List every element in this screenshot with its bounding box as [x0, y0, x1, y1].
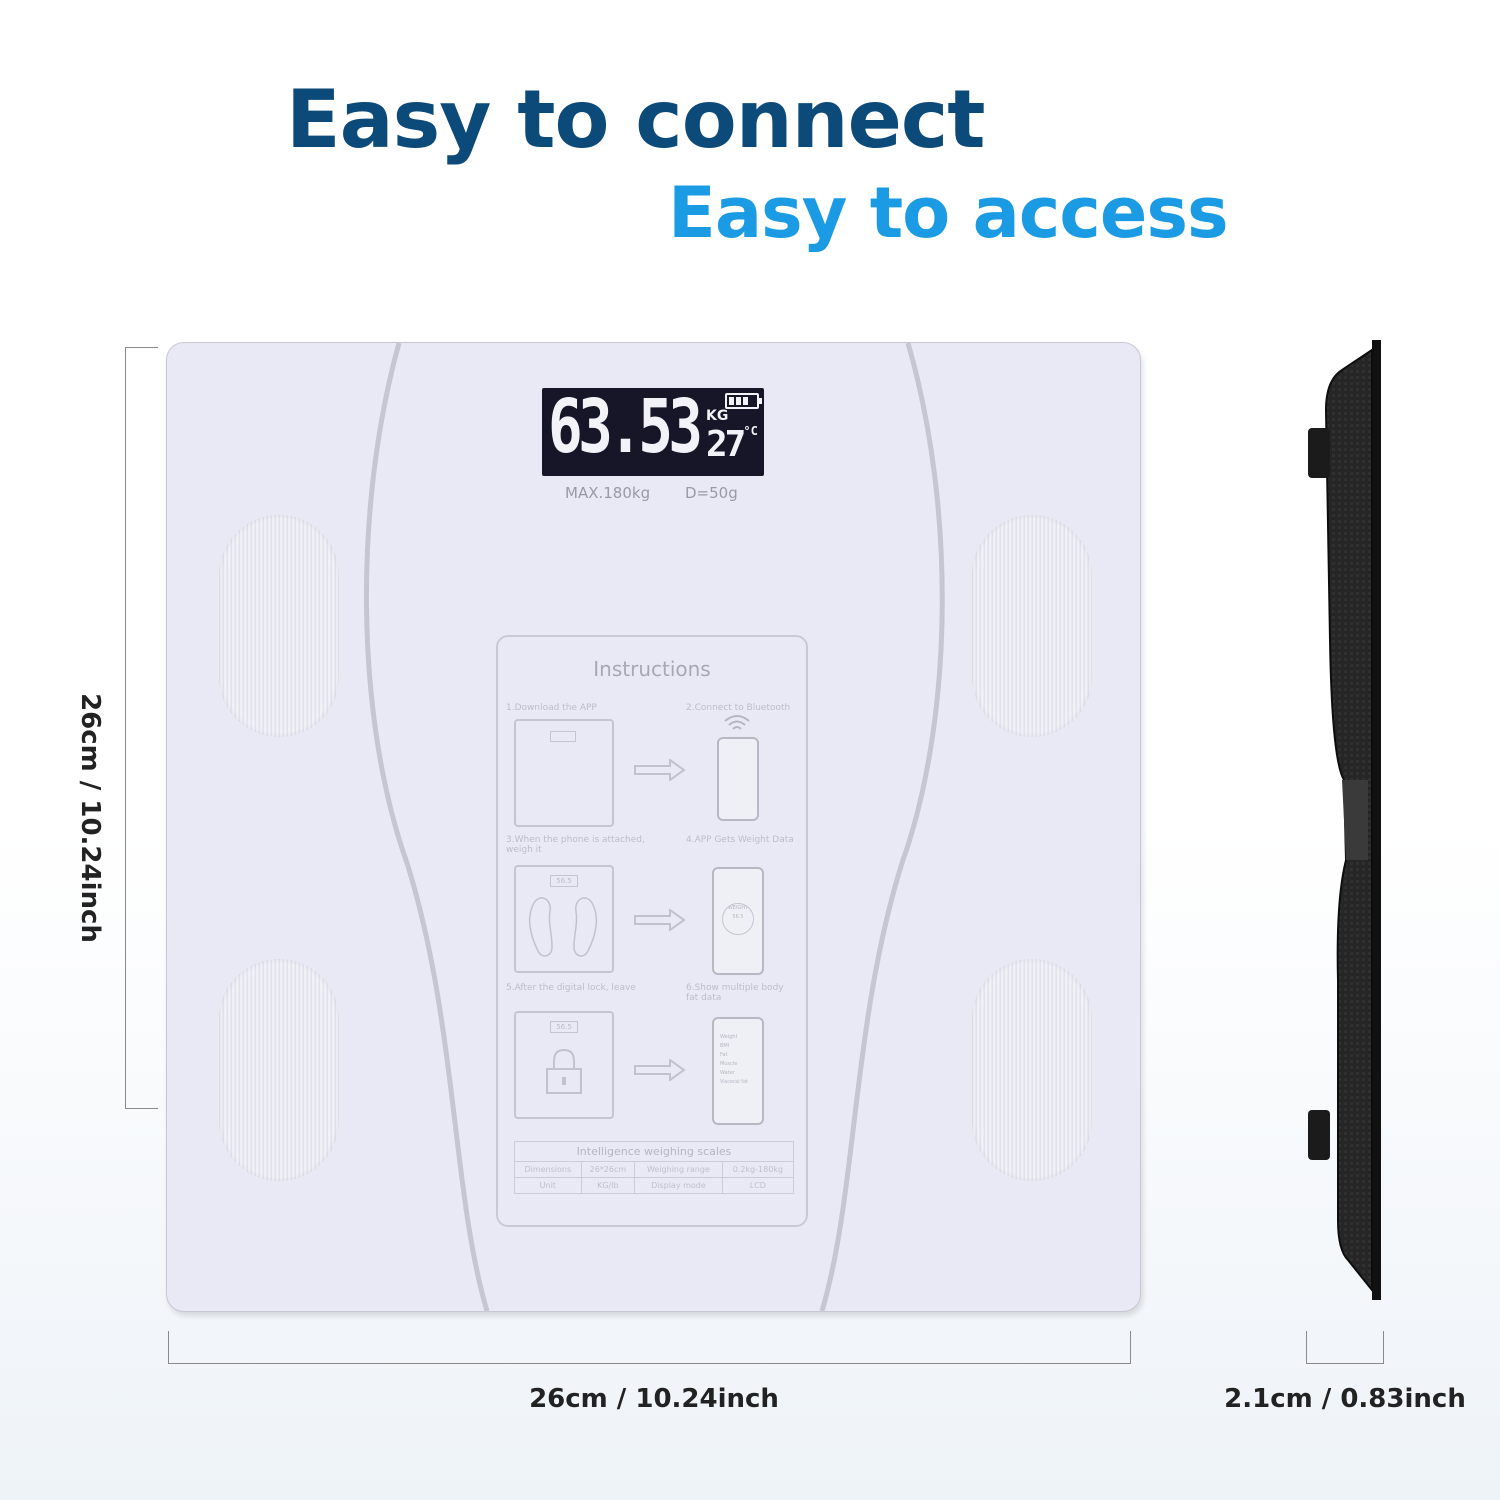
step-2-label: 2.Connect to Bluetooth: [686, 703, 791, 713]
thickness-dimension-line: [1306, 1363, 1384, 1364]
table-cell: 26*26cm: [580, 1161, 636, 1178]
lock-icon: [546, 1048, 582, 1094]
table-cell: Dimensions: [514, 1161, 582, 1178]
weight-unit: KG: [706, 408, 729, 424]
spec-table-title: Intelligence weighing scales: [514, 1141, 794, 1162]
division-label: D=50g: [685, 484, 738, 502]
table-cell: 0.2kg-180kg: [721, 1161, 795, 1178]
arrow-right-icon: [634, 1059, 686, 1081]
phone-weight-icon: WEIGHT 56.5: [712, 867, 764, 975]
height-dimension-cap-top: [125, 347, 158, 348]
battery-icon: [725, 393, 762, 409]
width-dimension-label: 26cm / 10.24inch: [529, 1384, 779, 1414]
height-dimension-label: 26cm / 10.24inch: [75, 693, 105, 943]
headline-connect: Easy to connect: [286, 73, 986, 166]
width-dimension-cap-left: [168, 1331, 169, 1364]
width-dimension-cap-right: [1130, 1331, 1131, 1364]
table-row: Dimensions 26*26cm Weighing range 0.2kg-…: [514, 1161, 795, 1178]
scale-top-view: 63.53 KG 27°C MAX.180kg D=50g Instructio…: [166, 342, 1141, 1312]
step-4-label: 4.APP Gets Weight Data: [686, 835, 794, 845]
scale-side-view: [1308, 340, 1381, 1300]
table-cell: Unit: [514, 1177, 582, 1194]
scale-mini-display: 56.5: [550, 875, 578, 887]
table-cell: KG/lb: [580, 1177, 636, 1194]
footprints-icon: [528, 897, 598, 957]
wifi-icon: [724, 715, 750, 730]
arrow-right-icon: [634, 909, 686, 931]
thickness-dimension-cap-right: [1383, 1331, 1384, 1364]
phone-data-item: Visceral fat: [720, 1079, 749, 1085]
temperature-unit: °C: [743, 424, 758, 438]
body-contour-lines: [363, 343, 945, 1311]
phone-data-item: Muscle: [720, 1061, 738, 1067]
phone-data-item: Fat: [720, 1052, 728, 1058]
phone-bluetooth-icon: [717, 737, 759, 821]
table-row: Unit KG/lb Display mode LCD: [514, 1177, 795, 1194]
step-3-label: 3.When the phone is attached, weigh it: [506, 835, 645, 855]
phone-weight-readout: WEIGHT 56.5: [722, 903, 754, 935]
instructions-panel: Instructions 1.Download the APP 2.Connec…: [496, 635, 808, 1227]
table-cell: LCD: [721, 1177, 795, 1194]
phone-data-item: BMI: [720, 1043, 730, 1049]
height-dimension-line: [125, 347, 126, 1109]
instructions-title: Instructions: [593, 657, 711, 681]
arrow-right-icon: [634, 759, 686, 781]
table-cell: Display mode: [634, 1177, 723, 1194]
thickness-dimension-label: 2.1cm / 0.83inch: [1224, 1384, 1466, 1414]
table-cell: Weighing range: [634, 1161, 723, 1178]
lock-mini-display: 56.5: [550, 1021, 578, 1033]
width-dimension-line: [168, 1363, 1130, 1364]
spec-table: Intelligence weighing scales Dimensions …: [514, 1141, 795, 1194]
temperature-reading: 27°C: [706, 424, 758, 465]
max-capacity-label: MAX.180kg: [565, 484, 651, 502]
step-6-label: 6.Show multiple body fat data: [686, 983, 784, 1003]
phone-data-icon: Weight BMI Fat Muscle Water Visceral fat: [712, 1017, 764, 1125]
weight-reading: 63.53: [548, 384, 703, 470]
lock-diagram-box: 56.5: [514, 1011, 614, 1119]
scale-diagram-box: [514, 719, 614, 827]
phone-data-item: Water: [720, 1070, 735, 1076]
electrode-pad-top-right: [972, 515, 1092, 737]
electrode-pad-top-left: [219, 515, 339, 737]
feet-on-scale-box: 56.5: [514, 865, 614, 973]
temperature-value: 27: [706, 424, 746, 465]
electrode-pad-bottom-left: [219, 959, 339, 1181]
height-dimension-cap-bottom: [125, 1108, 158, 1109]
step-1-label: 1.Download the APP: [506, 703, 597, 713]
thickness-dimension-cap-left: [1306, 1331, 1307, 1364]
phone-data-item: Weight: [720, 1034, 738, 1040]
step-5-label: 5.After the digital lock, leave: [506, 983, 636, 993]
electrode-pad-bottom-right: [972, 959, 1092, 1181]
headline-access: Easy to access: [668, 172, 1229, 254]
lcd-display: 63.53 KG 27°C: [542, 388, 764, 476]
